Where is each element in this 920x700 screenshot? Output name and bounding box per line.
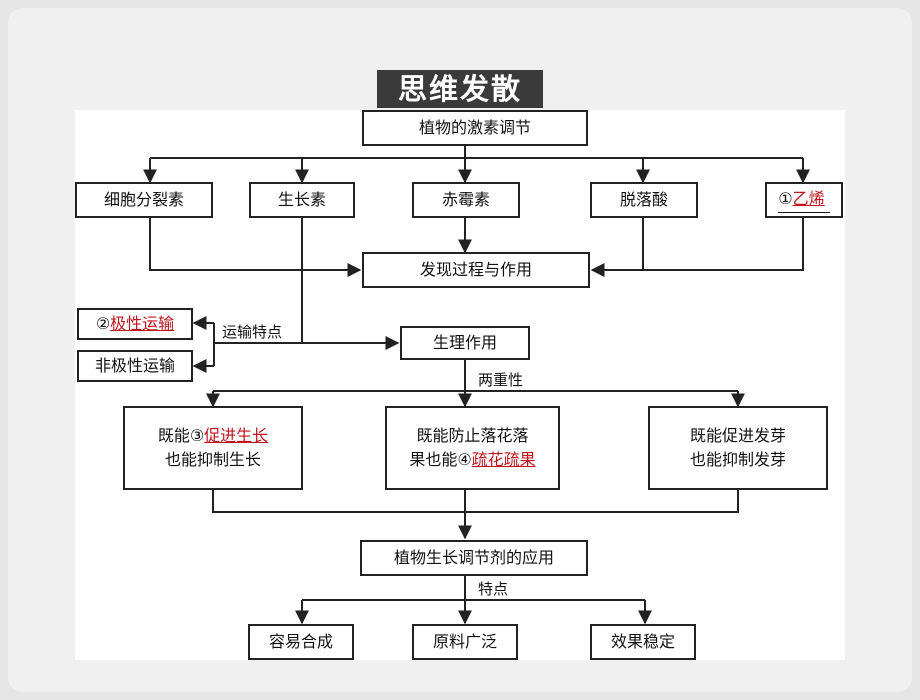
ethylene-answer: 乙烯: [792, 189, 825, 208]
abscisic-node: 脱落酸: [590, 182, 698, 218]
gibberellin-label: 赤霉素: [441, 190, 490, 209]
effects-join-line: [212, 490, 739, 513]
right-effect-line2: 也能抑制发芽: [689, 450, 786, 469]
abscisic-label: 脱落酸: [619, 190, 668, 209]
easy-synthesis-node: 容易合成: [248, 624, 354, 660]
left-effect-prefix: 既能③: [157, 426, 205, 445]
polar-answer: 极性运输: [110, 314, 175, 333]
physiology-label: 生理作用: [432, 333, 497, 352]
nonpolar-label: 非极性运输: [94, 356, 175, 375]
transport-feature-label: 运输特点: [222, 323, 283, 341]
application-label: 植物生长调节剂的应用: [393, 548, 554, 567]
ethylene-to-discovery-arrow: [590, 217, 804, 277]
cytokinin-label: 细胞分裂素: [103, 190, 184, 209]
left-effect-answer: 促进生长: [204, 426, 269, 445]
stable-effect-node: 效果稳定: [590, 624, 696, 660]
wide-material-label: 原料广泛: [432, 632, 497, 651]
root-label: 植物的激素调节: [418, 118, 531, 137]
gibberellin-node: 赤霉素: [412, 182, 520, 218]
root-node: 植物的激素调节: [362, 110, 588, 146]
auxin-label: 生长素: [277, 190, 326, 209]
application-node: 植物生长调节剂的应用: [360, 540, 588, 576]
discovery-node: 发现过程与作用: [362, 252, 590, 288]
mid-effect-node: 既能防止落花落 果也能④疏花疏果: [385, 406, 560, 490]
auxin-node: 生长素: [249, 182, 355, 218]
ethylene-node: ①乙烯: [765, 182, 843, 218]
easy-synthesis-label: 容易合成: [268, 632, 333, 651]
mid-effect-line1: 既能防止落花落: [416, 426, 529, 445]
stable-effect-label: 效果稳定: [610, 632, 675, 651]
ethylene-blank: ①乙烯: [778, 187, 830, 213]
physiology-node: 生理作用: [400, 326, 530, 360]
duality-label: 两重性: [478, 371, 524, 389]
wide-material-node: 原料广泛: [412, 624, 518, 660]
cytokinin-node: 细胞分裂素: [75, 182, 213, 218]
cytokinin-to-discovery-arrow: [149, 217, 362, 277]
features-label: 特点: [478, 580, 509, 598]
right-effect-line1: 既能促进发芽: [689, 426, 786, 445]
nonpolar-transport-node: 非极性运输: [77, 350, 193, 382]
discovery-label: 发现过程与作用: [419, 260, 532, 279]
left-effect-line2: 也能抑制生长: [164, 450, 261, 469]
mid-effect-prefix: 果也能④: [409, 450, 472, 469]
ethylene-prefix: ①: [778, 189, 793, 208]
mid-effect-answer: 疏花疏果: [471, 450, 536, 469]
left-effect-node: 既能③促进生长 也能抑制生长: [123, 406, 303, 490]
polar-prefix: ②: [95, 314, 111, 333]
left-effect-line1: 既能③促进生长: [158, 424, 268, 448]
page-title: 思维发散: [377, 70, 543, 108]
mid-effect-line2: 果也能④疏花疏果: [409, 448, 535, 472]
right-effect-node: 既能促进发芽 也能抑制发芽: [648, 406, 828, 490]
